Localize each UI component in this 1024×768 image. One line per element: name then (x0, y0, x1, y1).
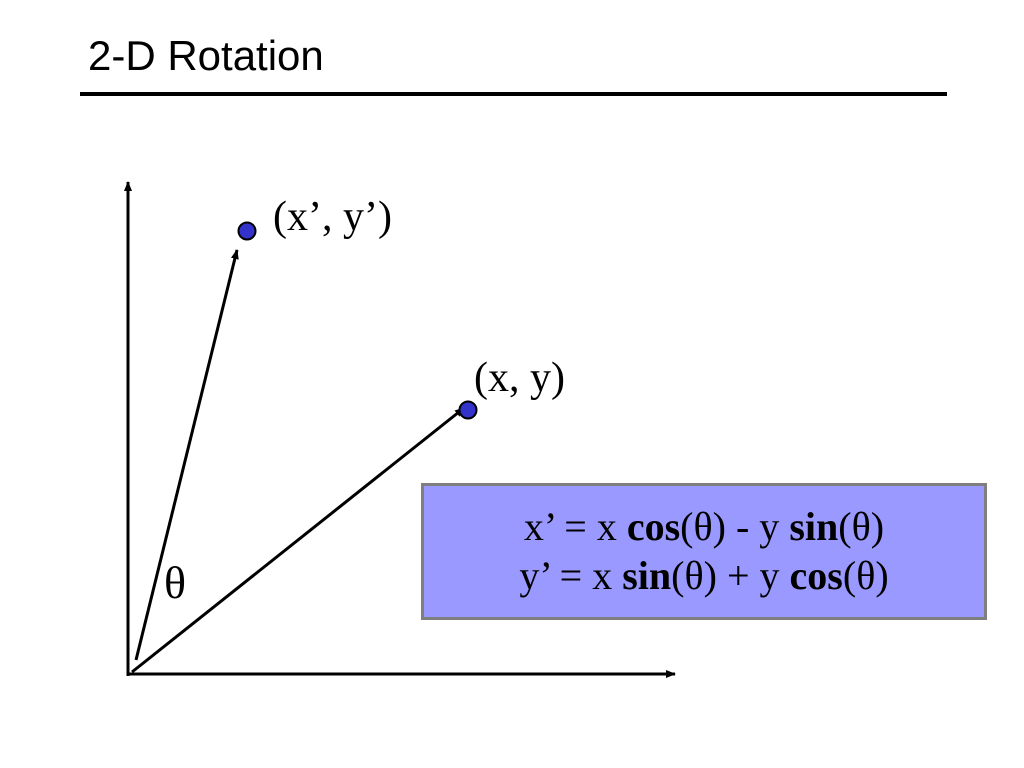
rotation-formula-box: x’ = x cos(θ) - y sin(θ) y’ = x sin(θ) +… (421, 483, 987, 620)
formula-y-arg2: (θ) (842, 552, 889, 598)
formula-x-cos: cos (626, 503, 681, 549)
formula-x-lhs: x’ = x (523, 503, 627, 549)
original-vector (131, 406, 465, 674)
original-point-label: (x, y) (474, 355, 565, 401)
angle-theta-label: θ (164, 557, 187, 608)
formula-y-lhs: y’ = x (519, 552, 623, 598)
rotated-point-label: (x’, y’) (273, 194, 392, 240)
formula-x-sin: sin (789, 503, 839, 549)
formula-x-op: - y (725, 503, 790, 549)
formula-y-op: + y (716, 552, 790, 598)
formula-y-prime: y’ = x sin(θ) + y cos(θ) (424, 552, 984, 601)
page-title: 2-D Rotation (88, 32, 324, 79)
original-point-marker (458, 400, 478, 420)
title-divider (80, 92, 947, 96)
rotated-vector (134, 249, 239, 661)
formula-x-arg2: (θ) (838, 503, 885, 549)
rotated-point-marker (237, 221, 257, 241)
formula-y-sin: sin (622, 552, 672, 598)
formula-x-prime: x’ = x cos(θ) - y sin(θ) (424, 503, 984, 552)
formula-y-arg1: (θ) (671, 552, 717, 598)
formula-y-cos: cos (789, 552, 843, 598)
formula-x-arg1: (θ) (680, 503, 726, 549)
